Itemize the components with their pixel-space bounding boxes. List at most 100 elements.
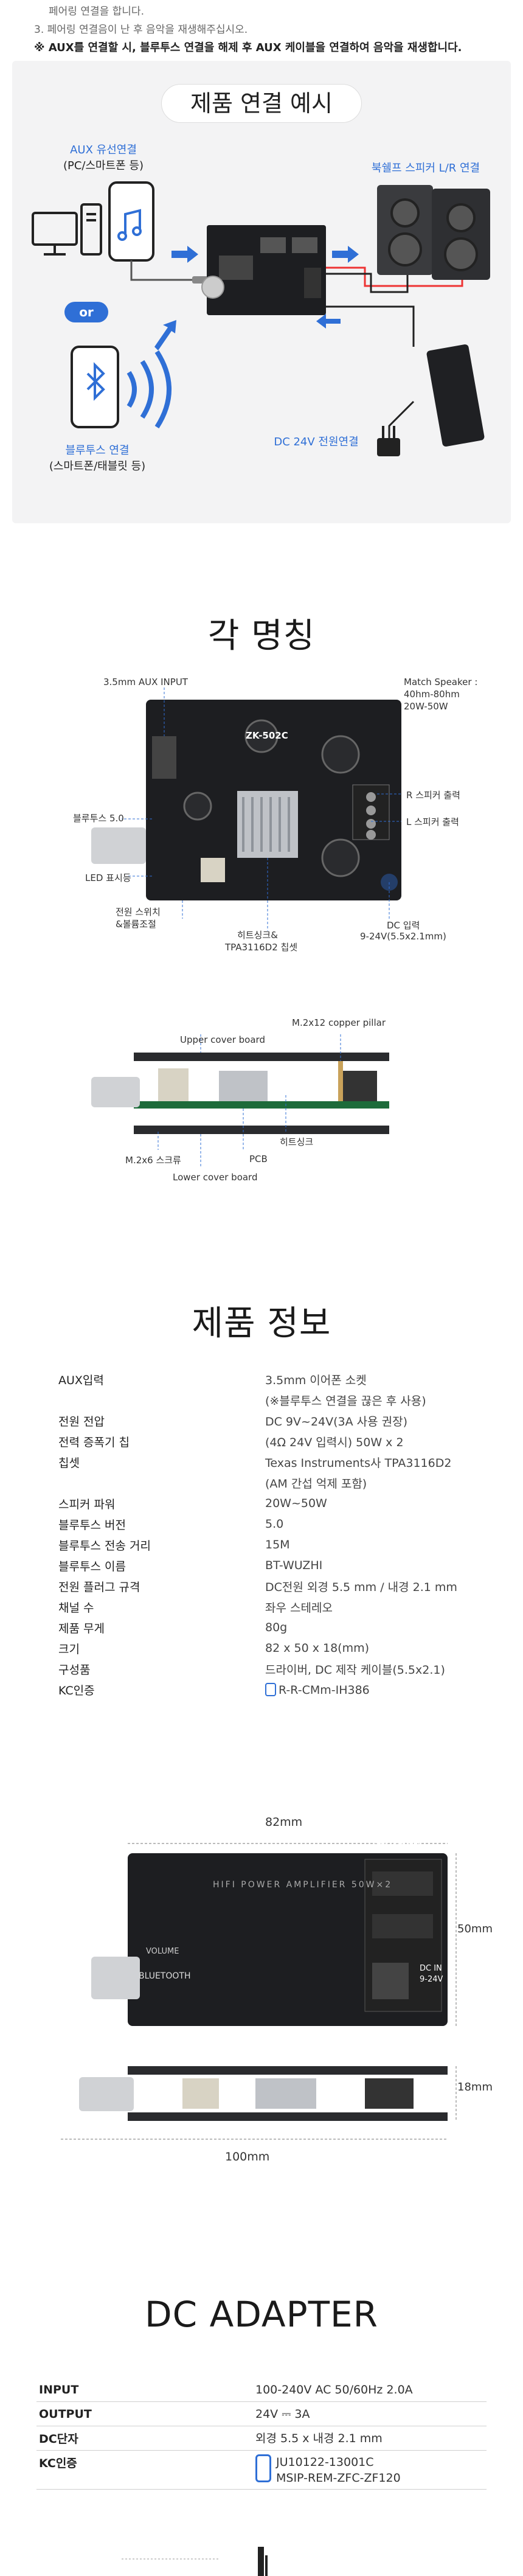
board-side-view bbox=[91, 1034, 389, 1168]
spec-row: 전력 증폭기 칩(4Ω 24V 입력시) 50W x 2 bbox=[58, 1431, 472, 1452]
note-line-2: 3. 페어링 연결음이 난 후 음악을 재생해주십시오. bbox=[34, 24, 248, 36]
spec-row: (AM 간섭 억제 포함) bbox=[58, 1472, 472, 1493]
lower-cover-board bbox=[134, 1126, 389, 1134]
board-volume-print: VOLUME bbox=[146, 1947, 179, 1956]
label-heatsink-side: 히트싱크 bbox=[280, 1137, 314, 1147]
spec-key: 블루투스 전송 거리 bbox=[58, 1539, 151, 1553]
bluetooth-connection-sub: (스마트폰/태블릿 등) bbox=[49, 460, 146, 473]
spec-value: 82 x 50 x 18(mm) bbox=[265, 1641, 370, 1655]
label-copper-pillar: M.2x12 copper pillar bbox=[292, 1017, 386, 1028]
spec-row: 제품 무게 80g bbox=[58, 1617, 472, 1638]
pc-icon bbox=[32, 203, 102, 256]
inductor bbox=[321, 838, 360, 877]
dimension-drawing bbox=[61, 1843, 457, 2140]
label-r-out: R 스피커 출력 bbox=[406, 790, 460, 801]
connection-title: 제품 연결 예시 bbox=[161, 84, 362, 123]
board-dc-in-print: DC IN bbox=[420, 1964, 442, 1973]
board-bt-print: BLUETOOTH bbox=[139, 1971, 191, 1981]
kc-number: R-R-CMm-IH386 bbox=[279, 1683, 370, 1697]
adapter-section-title: DC ADAPTER bbox=[145, 2294, 378, 2335]
spec-key: 블루투스 버전 bbox=[58, 1518, 126, 1532]
spec-value: 5.0 bbox=[265, 1517, 284, 1531]
label-aux-input: 3.5mm AUX INPUT bbox=[103, 677, 188, 688]
spec-row: 블루투스 버전 5.0 bbox=[58, 1514, 472, 1534]
spec-value: R-R-CMm-IH386 bbox=[265, 1682, 370, 1697]
or-badge bbox=[64, 302, 108, 322]
spec-key: 전원 전압 bbox=[58, 1415, 105, 1429]
board-dc-v-print: 9-24V bbox=[420, 1975, 443, 1984]
kc-number-2: MSIP-REM-ZFC-ZF120 bbox=[276, 2471, 401, 2485]
adapter-value: 24V ⎓ 3A bbox=[255, 2407, 310, 2421]
knob-image bbox=[91, 1957, 140, 1999]
adapter-image bbox=[122, 2547, 268, 2576]
or-label: or bbox=[79, 305, 94, 319]
power-plug-icon bbox=[377, 438, 400, 456]
copper-pillar bbox=[338, 1061, 343, 1101]
dimension-height: 50mm bbox=[457, 1923, 493, 1935]
volume-knob bbox=[91, 827, 146, 864]
spec-value: Texas Instruments사 TPA3116D2 bbox=[265, 1456, 452, 1470]
adapter-key: DC단자 bbox=[39, 2432, 78, 2446]
inductor bbox=[321, 735, 360, 774]
spec-value: BT-WUZHI bbox=[265, 1559, 323, 1572]
spec-value: 80g bbox=[265, 1621, 288, 1634]
connection-diagram bbox=[32, 181, 490, 456]
adapter-row: DC단자 외경 5.5 x 내경 2.1 mm bbox=[36, 2426, 487, 2451]
speaker-left-icon bbox=[377, 185, 433, 275]
spec-row: 전원 전압 DC 9V~24V(3A 사용 권장) bbox=[58, 1410, 472, 1431]
kc-numbers: JU10122-13001C MSIP-REM-ZFC-ZF120 bbox=[276, 2454, 401, 2486]
label-power-volume: &볼륨조절 bbox=[116, 919, 156, 930]
bluetooth-module bbox=[201, 858, 225, 882]
label-dc-input: DC 입력 bbox=[387, 920, 420, 931]
label-lower-board: Lower cover board bbox=[173, 1172, 258, 1183]
label-led: LED 표시등 bbox=[85, 872, 131, 883]
adapter-key: KC인증 bbox=[39, 2457, 77, 2470]
adapter-row: KC인증 JU10122-13001C MSIP-REM-ZFC-ZF120 bbox=[36, 2451, 487, 2490]
specs-section-title: 제품 정보 bbox=[192, 1304, 331, 1343]
speaker-wire-red bbox=[326, 266, 463, 287]
spec-value: 20W~50W bbox=[265, 1497, 327, 1510]
spec-key: 블루투스 이름 bbox=[58, 1559, 126, 1573]
adapter-plug-icon bbox=[258, 2547, 264, 2576]
board-model-print: ZK-502C bbox=[375, 1840, 420, 1851]
spec-value: (4Ω 24V 입력시) 50W x 2 bbox=[265, 1435, 404, 1449]
board-title-print: HIFI POWER AMPLIFIER 50W×2 bbox=[213, 1880, 393, 1890]
adapter-kc-value: JU10122-13001C MSIP-REM-ZFC-ZF120 bbox=[255, 2454, 401, 2486]
kc-mark-icon bbox=[265, 1682, 276, 1696]
arrow-up-right-icon bbox=[154, 320, 176, 350]
inductor bbox=[244, 719, 279, 753]
speaker-connection-label: 북쉘프 스피커 L/R 연결 bbox=[371, 162, 480, 175]
board-top-view bbox=[91, 688, 401, 931]
spec-value: DC전원 외경 5.5 mm / 내경 2.1 mm bbox=[265, 1580, 457, 1594]
board-side-image bbox=[128, 2066, 448, 2075]
adapter-value: 외경 5.5 x 내경 2.1 mm bbox=[255, 2431, 383, 2445]
spec-key: 구성품 bbox=[58, 1663, 91, 1677]
upper-cover-board bbox=[134, 1053, 389, 1061]
note-warning: ※ AUX를 연결할 시, 블루투스 연결을 해제 후 AUX 케이블을 연결하… bbox=[34, 41, 462, 54]
adapter-key: INPUT bbox=[39, 2383, 79, 2397]
dc-adapter-icon bbox=[426, 344, 485, 447]
dimension-length: 100mm bbox=[225, 2150, 270, 2163]
speaker-right-icon bbox=[432, 189, 490, 280]
volume-knob-side bbox=[91, 1077, 140, 1107]
bluetooth-connection-label: 블루투스 연결 bbox=[65, 444, 130, 457]
spec-key: 제품 무게 bbox=[58, 1621, 105, 1635]
label-match-watt: 20W-50W bbox=[404, 701, 448, 712]
arrow-right-icon bbox=[332, 246, 359, 263]
arrow-left-icon bbox=[316, 314, 341, 329]
spec-value: 3.5mm 이어폰 소켓 bbox=[265, 1373, 367, 1387]
kc-number-1: JU10122-13001C bbox=[276, 2456, 374, 2469]
spec-value: DC 9V~24V(3A 사용 권장) bbox=[265, 1415, 408, 1429]
dimension-depth: 18mm bbox=[457, 2081, 493, 2094]
